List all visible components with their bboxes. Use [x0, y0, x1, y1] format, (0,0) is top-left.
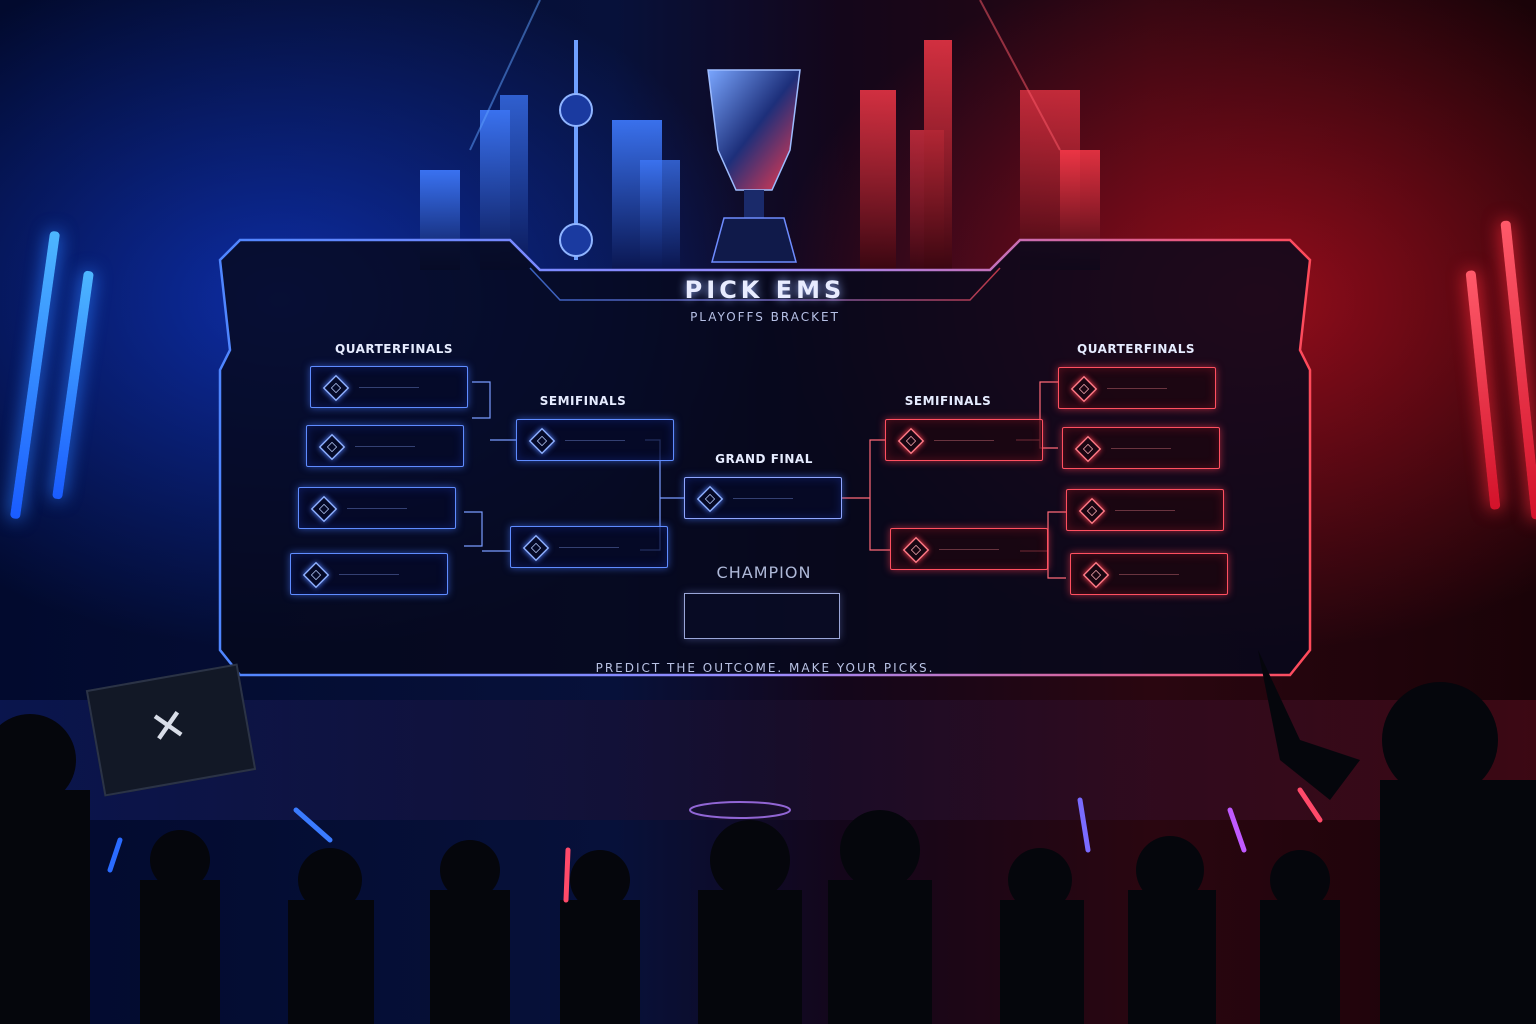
left-quarterfinal-slot-1[interactable] — [310, 366, 468, 408]
right-semifinal-slot-2[interactable] — [890, 528, 1048, 570]
page-subtitle: PLAYOFFS BRACKET — [690, 310, 840, 324]
left-semifinal-slot-2[interactable] — [510, 526, 668, 568]
trophy-icon — [707, 69, 801, 263]
right-quarterfinal-slot-3[interactable] — [1066, 489, 1224, 531]
left-quarterfinal-slot-3[interactable] — [298, 487, 456, 529]
right-semifinals-label: SEMIFINALS — [904, 394, 992, 408]
left-quarterfinal-slot-2[interactable] — [306, 425, 464, 467]
left-quarterfinals-label: QUARTERFINALS — [335, 342, 453, 356]
champion-label: CHAMPION — [716, 563, 812, 582]
right-quarterfinal-slot-4[interactable] — [1070, 553, 1228, 595]
grand-final-label: GRAND FINAL — [715, 452, 813, 466]
left-semifinal-slot-1[interactable] — [516, 419, 674, 461]
crossed-arrows-logo-icon: ✕ — [145, 698, 192, 756]
grand-final-slot[interactable] — [684, 477, 842, 519]
page-title: PICK EMS — [684, 276, 846, 304]
panel-footer-text: PREDICT THE OUTCOME. MAKE YOUR PICKS. — [595, 661, 935, 675]
right-quarterfinal-slot-1[interactable] — [1058, 367, 1216, 409]
right-quarterfinal-slot-2[interactable] — [1062, 427, 1220, 469]
right-quarterfinals-label: QUARTERFINALS — [1077, 342, 1195, 356]
left-semifinals-label: SEMIFINALS — [539, 394, 627, 408]
pickems-bracket-panel: PICK EMS PLAYOFFS BRACKET QUARTERFINALS … — [210, 230, 1320, 690]
left-quarterfinal-slot-4[interactable] — [290, 553, 448, 595]
champion-slot[interactable] — [684, 593, 840, 639]
right-semifinal-slot-1[interactable] — [885, 419, 1043, 461]
